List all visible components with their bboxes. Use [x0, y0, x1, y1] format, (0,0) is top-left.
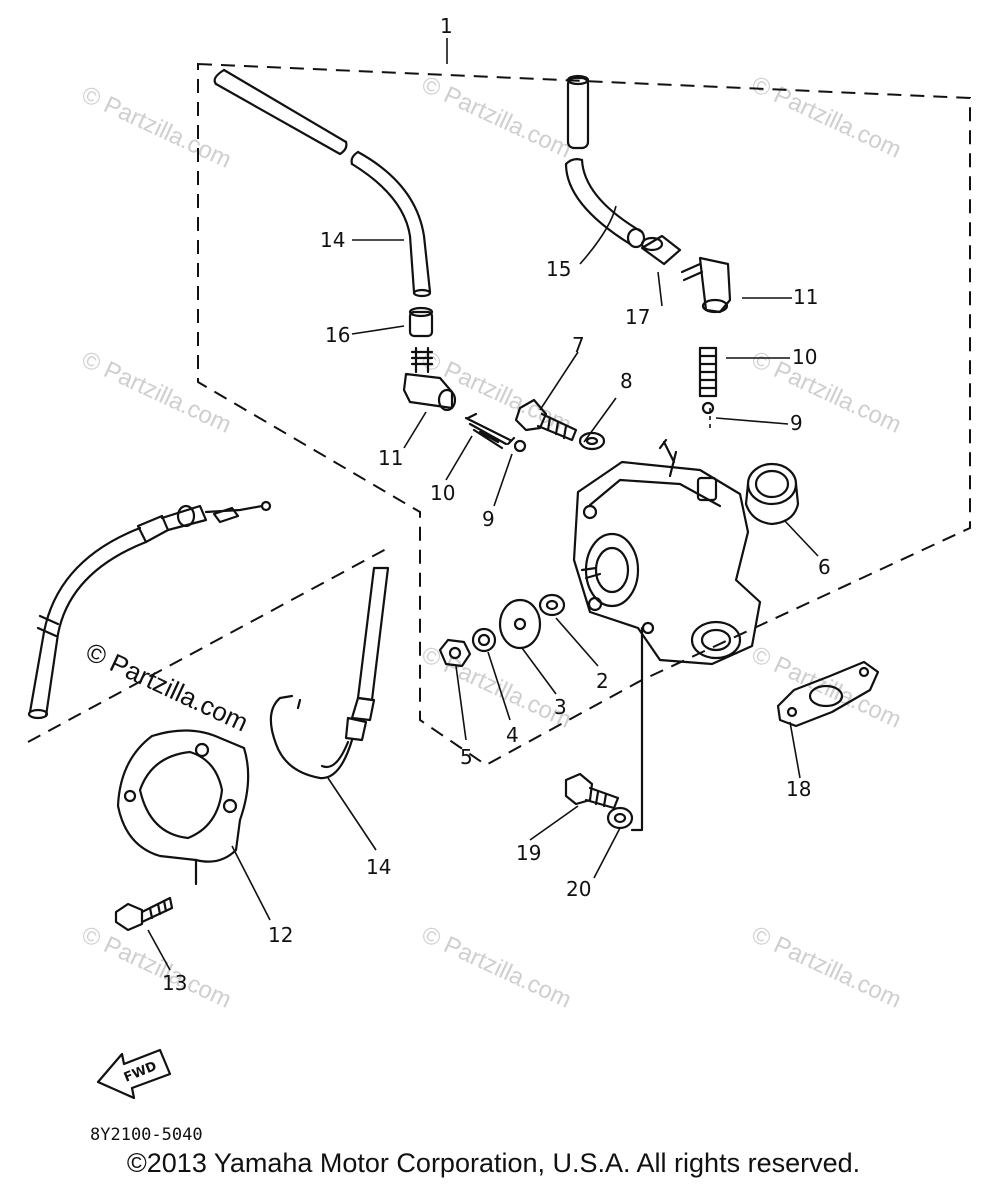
- callout-13: 15: [546, 257, 571, 281]
- callout-17: 14: [366, 855, 391, 879]
- callout-10-right: 10: [792, 345, 817, 369]
- watermark: © Partzilla.com: [77, 921, 235, 1014]
- washer-20: [606, 806, 634, 830]
- elbow-fitting-11-right: [680, 256, 732, 314]
- callout-19: 19: [516, 841, 541, 865]
- callout-14-right: 17: [625, 305, 650, 329]
- plate-washer-3: [498, 598, 542, 650]
- callout-5: 5: [460, 745, 473, 769]
- callout-14-left: 16: [325, 323, 350, 347]
- oil-pump-body: [572, 438, 762, 832]
- screw-16: [114, 896, 174, 932]
- fuel-hose-13: [564, 74, 646, 249]
- leader-lines: [147, 205, 819, 971]
- spring-10-left: [464, 412, 516, 450]
- nut-4: [471, 627, 497, 653]
- callout-6: 6: [818, 555, 831, 579]
- copyright-notice: ©2013 Yamaha Motor Corporation, U.S.A. A…: [126, 1148, 861, 1178]
- group-label: 1: [440, 14, 453, 38]
- callout-12: 14: [320, 228, 345, 252]
- bolt-19: [564, 772, 620, 810]
- fuel-hose-12: [213, 68, 432, 298]
- pump-cable: [27, 500, 272, 720]
- oil-seal-6: [744, 462, 800, 526]
- washer-8: [578, 431, 606, 451]
- callout-4: 4: [506, 723, 519, 747]
- pump-cover-15: [116, 729, 250, 886]
- diagram-code: 8Y2100-5040: [90, 1125, 203, 1145]
- callout-11-right: 11: [793, 285, 818, 309]
- nut-5: [438, 638, 472, 668]
- watermark: © Partzilla.com: [747, 641, 905, 734]
- watermark-prominent: © Partzilla.com: [81, 636, 252, 737]
- callout-9-left: 9: [482, 507, 495, 531]
- callout-3: 3: [554, 695, 567, 719]
- elbow-fitting-11-left: [402, 346, 457, 412]
- bolt-7: [514, 398, 578, 442]
- watermark: © Partzilla.com: [417, 71, 575, 164]
- watermark: © Partzilla.com: [417, 921, 575, 1014]
- watermark: © Partzilla.com: [747, 921, 905, 1014]
- washer-2: [538, 593, 566, 617]
- spring-10-right: [698, 346, 718, 398]
- watermark: © Partzilla.com: [77, 346, 235, 439]
- watermark: © Partzilla.com: [77, 81, 235, 174]
- callout-20: 20: [566, 877, 591, 901]
- callout-numbers: 14 16 15 17 11 10 9 11 10 9 7 8 6 2 3 4 …: [162, 228, 831, 995]
- pump-cable-17: [269, 566, 390, 780]
- callout-15: 12: [268, 923, 293, 947]
- check-ball-9-right: [701, 401, 715, 415]
- watermark: © Partzilla.com: [747, 71, 905, 164]
- hose-joint-14-right: [640, 234, 682, 266]
- callout-9-right: 9: [790, 411, 803, 435]
- check-ball-9-left: [513, 439, 527, 453]
- callout-10-left: 10: [430, 481, 455, 505]
- forward-arrow: FWD: [96, 1048, 172, 1100]
- callout-7: 7: [572, 333, 585, 357]
- callout-18: 18: [786, 777, 811, 801]
- callout-8: 8: [620, 369, 633, 393]
- callout-11-left: 11: [378, 446, 403, 470]
- callout-16: 13: [162, 971, 187, 995]
- callout-2: 2: [596, 669, 609, 693]
- watermark: © Partzilla.com: [747, 346, 905, 439]
- watermarks: © Partzilla.com © Partzilla.com © Partzi…: [77, 71, 905, 1014]
- gasket-18: [776, 660, 880, 728]
- hose-joint-14-left: [408, 306, 434, 338]
